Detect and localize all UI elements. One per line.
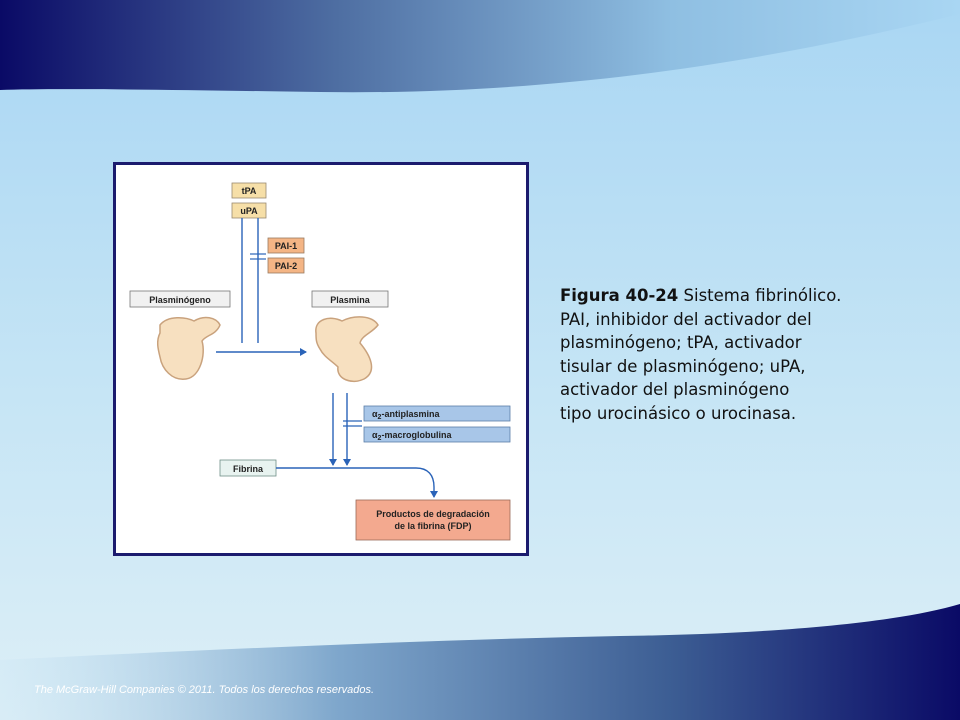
fdp-label-line2: de la fibrina (FDP) [394,521,471,531]
pai1-box: PAI-1 [267,237,305,254]
macroglobulin-box: α2-macroglobulina [363,426,511,443]
fibrin-box: Fibrina [219,459,277,477]
caption-line-6: tipo urocinásico o urocinasa. [560,403,797,423]
antiplasmin-subscript: 2 [378,414,382,421]
fibrin-label: Fibrina [233,464,264,474]
tpa-label: tPA [242,186,257,196]
macroglobulin-label: -macroglobulina [381,430,452,440]
degradation-arrow [276,467,438,498]
plasminogen-protein-shape [156,316,221,380]
antiplasmin-alpha: α [372,409,378,419]
figure-frame: tPA uPA PAI-1 PAI-2 Plasminógeno Plas [113,162,529,556]
caption-line-4: tisular de plasminógeno; uPA, [560,356,806,376]
fibrinolytic-diagram: tPA uPA PAI-1 PAI-2 Plasminógeno Plas [129,182,511,541]
fdp-label-line1: Productos de degradación [376,509,490,519]
plasminogen-label: Plasminógeno [149,295,211,305]
caption-line-2: PAI, inhibidor del activador del [560,309,812,329]
caption-line-3: plasminógeno; tPA, activador [560,333,802,352]
caption-line-1: Figura 40-24 Sistema fibrinólico. [560,284,940,308]
top-decorative-band [0,0,960,93]
fdp-box: Productos de degradación de la fibrina (… [355,499,511,541]
upa-box: uPA [231,202,267,219]
caption-line-5: activador del plasminógeno [560,380,790,399]
figure-number: Figura 40-24 [560,286,679,305]
macroglobulin-alpha: α [372,430,378,440]
svg-text:α2-antiplasmina: α2-antiplasmina [372,409,440,421]
plasmin-protein-shape [315,316,379,383]
caption-title: Sistema fibrinólico. [678,286,842,305]
pai2-box: PAI-2 [267,257,305,274]
upa-label: uPA [240,206,258,216]
antiplasmin-label: -antiplasmina [381,409,440,419]
antiplasmin-box: α2-antiplasmina [363,405,511,422]
svg-text:α2-macroglobulina: α2-macroglobulina [372,430,452,442]
plasminogen-box: Plasminógeno [129,290,231,308]
figure-caption: Figura 40-24 Sistema fibrinólico. PAI, i… [560,284,940,425]
plasmin-box: Plasmina [311,290,389,308]
plasmin-label: Plasmina [330,295,371,305]
pai2-label: PAI-2 [275,261,297,271]
tpa-box: tPA [231,182,267,199]
pai1-label: PAI-1 [275,241,297,251]
macroglobulin-subscript: 2 [378,435,382,442]
copyright-footer: The McGraw-Hill Companies © 2011. Todos … [34,684,375,696]
